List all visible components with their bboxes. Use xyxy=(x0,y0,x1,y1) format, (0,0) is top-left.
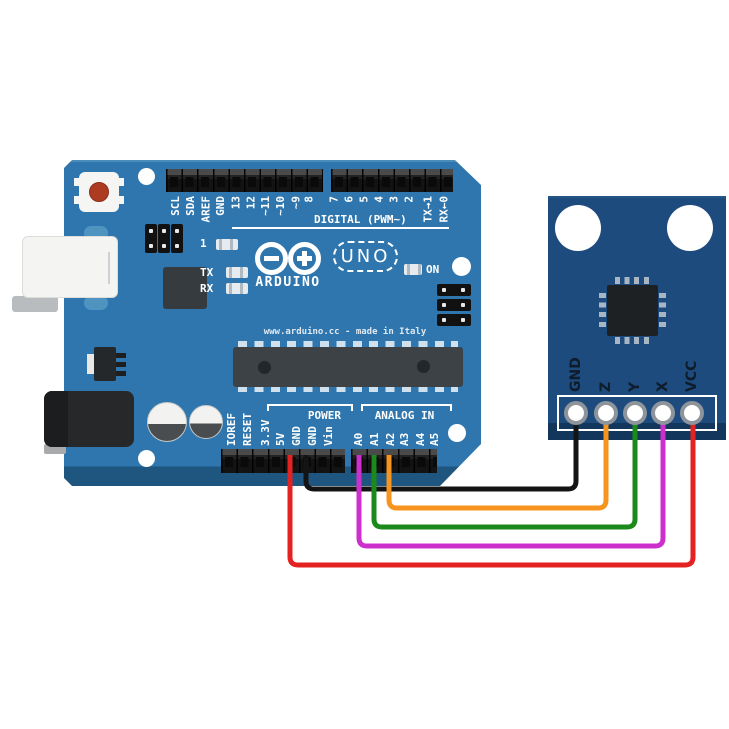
reset-button-leg xyxy=(74,196,80,204)
usb-pad xyxy=(84,296,108,310)
icsp-pins xyxy=(171,224,183,253)
digital-section-label: DIGITAL (PWM~) xyxy=(314,213,407,226)
tx-label: TX xyxy=(200,266,214,279)
icsp-pins xyxy=(158,224,170,253)
led-l-label: 1 xyxy=(200,237,207,250)
usb-connector xyxy=(22,236,118,298)
regulator-leg xyxy=(116,362,126,367)
power-bracket xyxy=(267,404,353,411)
arduino-wordmark: ARDUINO xyxy=(255,275,321,290)
reset-button-leg xyxy=(118,178,124,186)
wire-a1-y xyxy=(371,420,638,530)
uno-badge: UNO xyxy=(333,241,398,272)
barrel-jack-front xyxy=(44,391,68,447)
mcu-dot xyxy=(258,361,271,374)
minus-icon xyxy=(264,256,279,261)
wire-a0-x xyxy=(356,420,666,549)
icsp-header-main xyxy=(437,284,471,329)
led-l xyxy=(216,239,238,250)
arduino-logo-icon xyxy=(255,242,288,275)
rx-label: RX xyxy=(200,282,214,295)
analog-header xyxy=(351,449,437,473)
arduino-url-text: www.arduino.cc - made in Italy xyxy=(263,327,427,337)
reset-button-leg xyxy=(74,178,80,186)
mounting-hole xyxy=(138,450,155,467)
wire-gnd-gnd xyxy=(303,420,579,492)
module-chip-pins xyxy=(599,293,606,329)
module-chip-pins xyxy=(659,293,666,329)
uno-model-label: UNO xyxy=(340,246,391,267)
reset-button-leg xyxy=(118,196,124,204)
module-chip-pins xyxy=(615,337,651,344)
rx-led xyxy=(226,283,248,294)
capacitor xyxy=(147,402,187,442)
power-led xyxy=(404,264,422,275)
icsp-pins xyxy=(437,314,471,326)
mounting-hole xyxy=(138,168,155,185)
module-pin-x xyxy=(651,401,675,425)
power-section-label: POWER xyxy=(307,409,341,422)
mcu-pins xyxy=(238,386,458,392)
mcu-pins xyxy=(238,341,458,347)
module-chip-pins xyxy=(615,277,651,284)
capacitor xyxy=(189,405,223,439)
module-mounting-hole xyxy=(555,205,601,251)
voltage-regulator xyxy=(94,347,116,381)
mounting-hole xyxy=(452,257,471,276)
digital-header-left xyxy=(166,169,323,192)
wire-a2-z xyxy=(386,420,609,511)
tx-led xyxy=(226,267,248,278)
silkscreen-line xyxy=(232,227,449,229)
wire-5v-vcc xyxy=(287,420,696,568)
usb-interface-chip xyxy=(163,267,207,309)
module-pin-vcc xyxy=(680,401,704,425)
module-pin-gnd xyxy=(564,401,588,425)
regulator-leg xyxy=(116,371,126,376)
barrel-jack-stub xyxy=(44,444,66,454)
digital-header-right xyxy=(331,169,453,192)
icsp-pins xyxy=(145,224,157,253)
arduino-logo-icon xyxy=(288,242,321,275)
mounting-hole xyxy=(448,424,466,442)
usb-connector-seam xyxy=(108,252,110,284)
analog-bracket xyxy=(361,404,452,411)
icsp-pins xyxy=(437,299,471,311)
module-mounting-hole xyxy=(667,205,713,251)
regulator-tab xyxy=(87,354,94,374)
analog-section-label: ANALOG IN xyxy=(374,409,435,422)
module-pin-y xyxy=(623,401,647,425)
accelerometer-chip xyxy=(607,285,658,336)
on-label: ON xyxy=(426,263,440,276)
usb-connector-stub xyxy=(12,296,58,312)
power-header xyxy=(221,449,345,473)
mcu-dot xyxy=(417,360,430,373)
module-pin-z xyxy=(594,401,618,425)
reset-button-cap xyxy=(89,182,109,202)
plus-icon xyxy=(302,251,307,266)
icsp-pins xyxy=(437,284,471,296)
regulator-leg xyxy=(116,353,126,358)
icsp-header-usb xyxy=(145,224,184,253)
